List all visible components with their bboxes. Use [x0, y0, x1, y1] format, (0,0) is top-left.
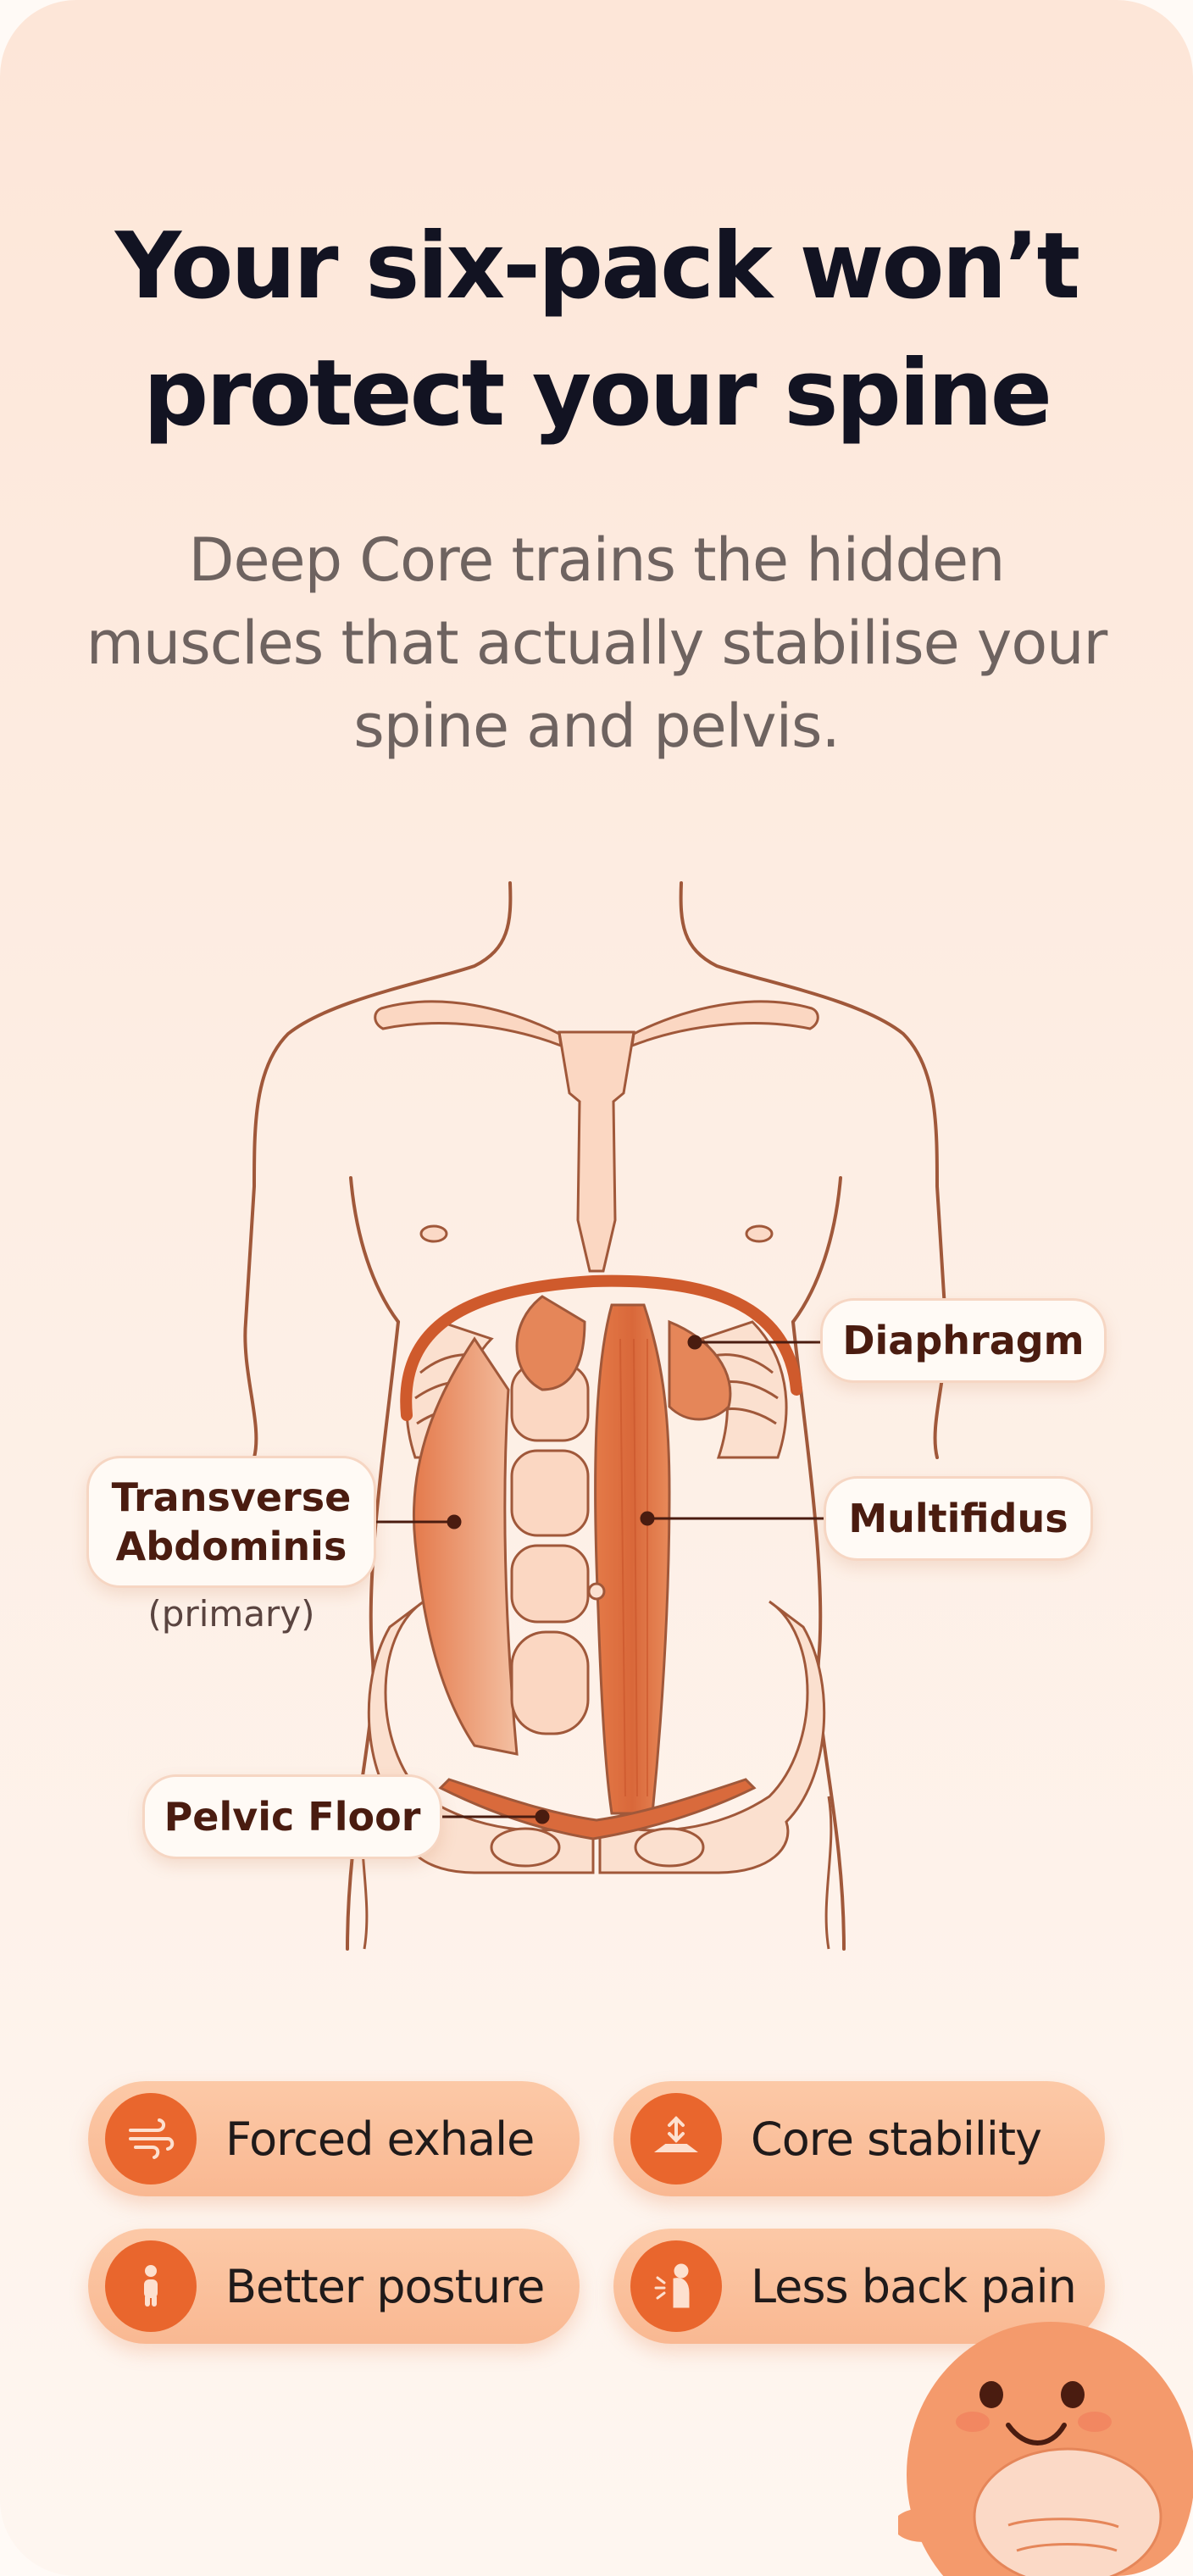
core-stability-icon: [630, 2093, 722, 2185]
pelvic-floor-muscle: [438, 1778, 757, 1840]
sternum: [558, 1030, 635, 1273]
pelvic-floor-label: Pelvic Floor: [142, 1774, 442, 1859]
benefit-forced-exhale: Forced exhale: [88, 2081, 580, 2196]
clavicles: [374, 1000, 819, 1048]
transverse-abdominis-label: Transverse Abdominis: [86, 1456, 376, 1588]
navel: [587, 1582, 606, 1601]
transverse-label-line1: Transverse: [111, 1474, 352, 1520]
abdominal-segments: [510, 1363, 590, 1735]
standing-person-icon: [105, 2240, 197, 2332]
diaphragm-label: Diaphragm: [820, 1298, 1107, 1383]
benefit-label: Core stability: [751, 2112, 1042, 2166]
subheadline: Deep Core trains the hidden muscles that…: [86, 525, 1108, 761]
benefit-better-posture: Better posture: [88, 2229, 580, 2344]
diaphragm-muscle: [400, 1274, 802, 1421]
benefit-core-stability: Core stability: [613, 2081, 1105, 2196]
multifidus-muscle: [594, 1303, 671, 1815]
transverse-abdominis-muscle: [412, 1336, 519, 1756]
right-nipple: [745, 1224, 774, 1243]
mascot-character: [898, 2322, 1193, 2576]
benefit-label: Better posture: [225, 2259, 545, 2313]
headline: Your six-pack won’t protect your spine: [114, 214, 1080, 447]
transverse-label-line2: Abdominis: [115, 1524, 347, 1569]
primary-note: (primary): [147, 1593, 315, 1635]
label-leaders: [376, 1335, 824, 1824]
benefit-label: Less back pain: [751, 2259, 1077, 2313]
breath-wind-icon: [105, 2093, 197, 2185]
left-nipple: [419, 1224, 448, 1243]
core-anatomy-illustration: [243, 881, 948, 1951]
multifidus-label: Multifidus: [824, 1476, 1093, 1561]
benefit-less-back-pain: Less back pain: [613, 2229, 1105, 2344]
benefit-label: Forced exhale: [225, 2112, 535, 2166]
back-pain-icon: [630, 2240, 722, 2332]
